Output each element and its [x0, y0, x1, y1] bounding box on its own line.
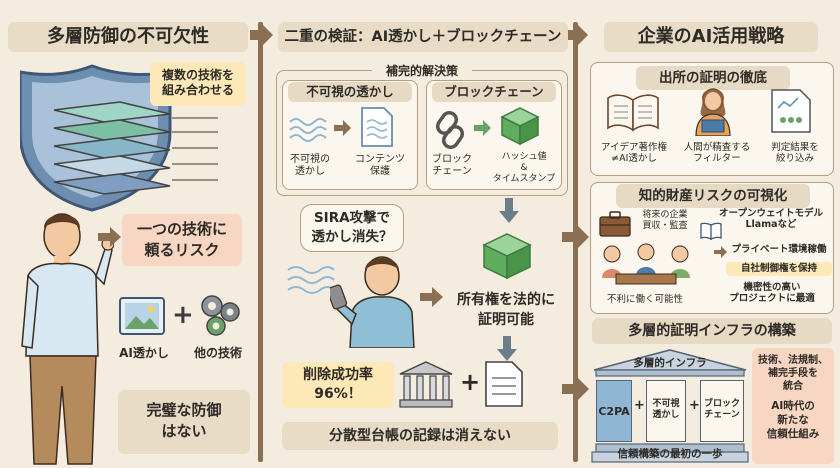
ip-risk-title: 知的財産リスクの可視化 — [616, 184, 810, 208]
arrow-right-icon — [565, 24, 588, 46]
infra-invisible: 不可視 透かし — [646, 380, 686, 442]
risk-bubble: 一つの技術に 頼るリスク — [122, 214, 242, 266]
arrow-right-icon — [714, 246, 727, 258]
infra-base: 信頼構築の最初の一歩 — [617, 448, 723, 460]
blockchain-title: ブロックチェーン — [432, 82, 556, 102]
arrow-right-icon — [98, 227, 121, 247]
document-icon — [361, 107, 393, 147]
label-other-tech: 他の技術 — [193, 346, 242, 360]
ownership-text: 所有権を法的に 証明可能 — [457, 292, 555, 328]
report-chart-icon — [771, 89, 811, 133]
ip-private: プライベート環境稼働 — [731, 244, 827, 255]
book-icon — [607, 94, 659, 132]
invisible-right-label: コンテンツ 保護 — [355, 154, 405, 177]
waves-icon — [287, 266, 335, 294]
infra-note: 技術、法規制、 補完手段を 統合 AI時代の 新たな 信頼仕組み — [752, 348, 834, 464]
arrow-down-icon — [497, 336, 517, 361]
meeting-icon — [602, 243, 690, 285]
chain-link-icon — [435, 110, 465, 150]
shield-layers-icon — [20, 64, 218, 212]
divider-left — [258, 22, 263, 462]
infrastructure-temple-icon — [591, 349, 749, 463]
infra-roof: 多層的インフラ — [633, 357, 707, 369]
provenance-item-3: 判定結果を 絞り込み — [771, 142, 819, 164]
col2-title: 二重の検証：AI透かし＋ブロックチェーン — [278, 22, 568, 52]
cube-icon — [482, 233, 532, 280]
col3-title: 企業のAI活用戦略 — [604, 22, 818, 52]
provenance-title: 出所の証明の徹底 — [636, 66, 790, 90]
arrow-right-icon — [420, 287, 443, 307]
bank-icon — [399, 361, 453, 408]
ip-confidential: 機密性の高い プロジェクトに最適 — [729, 282, 815, 304]
ip-audit: 将来の企業 買収・監査 — [642, 210, 688, 231]
col1-title: 多層防御の不可欠性 — [8, 22, 248, 52]
label-ai-watermark: AI透かし — [119, 346, 169, 360]
ip-disadvantage: 不利に働く可能性 — [606, 294, 683, 305]
plus-icon: + — [689, 398, 700, 413]
ip-open-model: オープンウェイトモデル Llamaなど — [719, 208, 823, 230]
blockchain-left-label: ブロック チェーン — [432, 154, 472, 177]
arrow-down-icon — [499, 198, 519, 223]
ledger-banner: 分散型台帳の記録は消えない — [282, 422, 558, 450]
image-icon — [119, 297, 165, 335]
person-pointing-icon — [21, 213, 114, 465]
ip-control: 自社制御権を保持 — [726, 262, 832, 276]
briefcase-icon — [599, 211, 631, 237]
invisible-watermark-title: 不可視の透かし — [288, 82, 412, 102]
person-erasing-icon — [330, 256, 415, 348]
wave-watermark-icon — [289, 118, 327, 142]
plus-icon: + — [172, 300, 194, 330]
arrow-right-icon — [562, 377, 589, 401]
cube-icon — [500, 107, 540, 146]
infra-title: 多層的証明インフラの構築 — [592, 318, 832, 344]
arrow-right-icon — [562, 225, 589, 249]
provenance-item-1: アイデア著作権 ≠AI透かし — [600, 142, 668, 164]
blockchain-right-label: ハッシュ値 & タイムスタンプ — [492, 152, 556, 184]
arrow-right-icon — [474, 120, 491, 136]
arrow-right-icon — [250, 24, 273, 46]
infra-c2pa: C2PA — [596, 380, 632, 442]
invisible-left-label: 不可視の 透かし — [290, 154, 330, 177]
gears-icon — [201, 295, 240, 336]
sira-bubble: SIRA攻撃で 透かし消失？ — [300, 204, 404, 252]
note-combine-tech: 複数の技術を 組み合わせる — [150, 62, 246, 106]
removal-rate-note: 削除成功率 96%！ — [282, 362, 394, 408]
person-reading-icon — [695, 88, 731, 136]
plus-icon: + — [634, 398, 645, 413]
provenance-item-2: 人間が精査する フィルター — [683, 142, 751, 164]
group-label: 補完的解決策 — [372, 62, 472, 79]
plus-icon: + — [460, 368, 481, 396]
infra-blockchain: ブロック チェーン — [700, 380, 744, 442]
arrow-right-icon — [334, 120, 351, 136]
open-book-icon — [700, 222, 722, 240]
no-perfect-defense: 完璧な防御 はない — [118, 390, 250, 454]
document-icon — [485, 361, 523, 407]
